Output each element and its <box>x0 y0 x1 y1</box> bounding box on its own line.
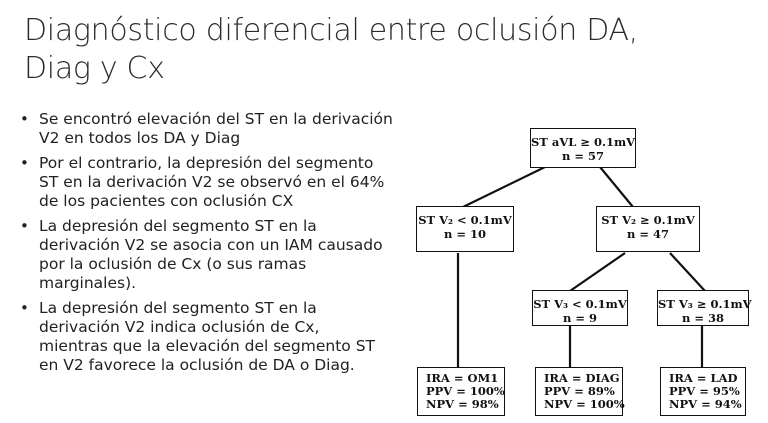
bullet-text: La depresión del segmento ST en la deriv… <box>39 299 375 374</box>
bullet-text: Por el contrario, la depresión del segme… <box>39 154 385 210</box>
bullet-list: • Se encontró elevación del ST en la deri… <box>18 110 393 381</box>
bullet-item: • La depresión del segmento ST en la deri… <box>18 217 393 293</box>
bullet-item: • Por el contrario, la depresión del segm… <box>18 154 393 211</box>
leaf-om1: IRA = OM1 PPV = 100% NPV = 98% <box>417 367 505 416</box>
edge-root-left <box>462 166 546 208</box>
bullet-text: Se encontró elevación del ST en la deriv… <box>39 110 393 147</box>
slide-title: Diagnóstico diferencial entre oclusión D… <box>24 12 724 88</box>
tree-edges <box>456 166 706 368</box>
bullet-dot-icon: • <box>20 217 29 235</box>
edge-right-v3high <box>669 252 706 292</box>
edge-root-right <box>599 166 634 208</box>
leaf-lad: IRA = LAD PPV = 95% NPV = 94% <box>660 367 746 416</box>
bullet-dot-icon: • <box>20 110 29 128</box>
node-st-avl: ST aVL ≥ 0.1mV n = 57 <box>530 128 636 168</box>
leaf-diag: IRA = DIAG PPV = 89% NPV = 100% <box>535 367 625 416</box>
bullet-dot-icon: • <box>20 299 29 317</box>
decision-tree: ST aVL ≥ 0.1mV n = 57 ST V₂ < 0.1mV n = … <box>400 118 768 423</box>
bullet-item: • La depresión del segmento ST en la deri… <box>18 299 393 375</box>
title-line-2: Diag y Cx <box>24 51 165 86</box>
bullet-dot-icon: • <box>20 154 29 172</box>
node-st-v2-low: ST V₂ < 0.1mV n = 10 <box>416 206 514 252</box>
bullet-item: • Se encontró elevación del ST en la deri… <box>18 110 393 148</box>
node-st-v3-low: ST V₃ < 0.1mV n = 9 <box>532 290 628 326</box>
node-st-v3-high: ST V₃ ≥ 0.1mV n = 38 <box>657 290 752 326</box>
title-line-1: Diagnóstico diferencial entre oclusión D… <box>24 13 638 48</box>
bullet-text: La depresión del segmento ST en la deriv… <box>39 217 383 292</box>
node-st-v2-high: ST V₂ ≥ 0.1mV n = 47 <box>596 206 700 252</box>
edge-right-v3low <box>569 252 626 292</box>
